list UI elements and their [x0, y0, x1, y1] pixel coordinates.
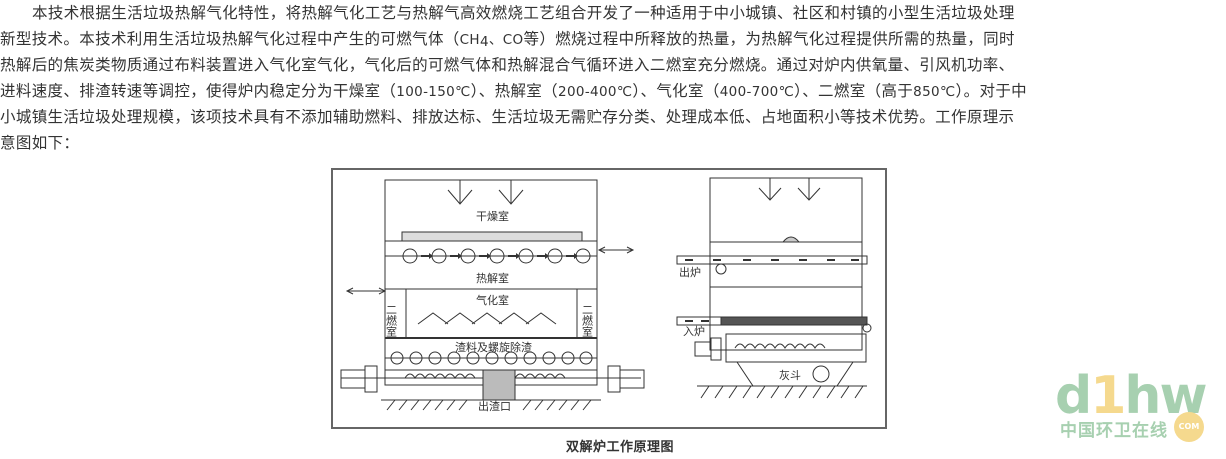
ash-screw-housing	[725, 333, 867, 363]
paragraph-line-3: 热解后的焦炭类物质通过布料装置进入气化室气化，气化后的可燃气体和热解混合气循环进…	[0, 56, 1015, 74]
label-gasification-chamber: 气化室	[476, 293, 509, 307]
furnace-diagram: 干燥室 热解室 气化室 渣料及螺旋除渣 出渣口 二燃室 二燃室 出炉 入炉 灰斗	[331, 168, 887, 429]
article-paragraph: 本技术根据生活垃圾热解气化特性，将热解气化工艺与热解气高效燃烧工艺组合开发了一种…	[0, 0, 1215, 156]
label-furnace-out: 出炉	[679, 265, 701, 279]
label-slag-outlet: 出渣口	[478, 399, 511, 413]
paragraph-line-1: 本技术根据生活垃圾热解气化特性，将热解气化工艺与热解气高效燃烧工艺组合开发了一种…	[32, 4, 1015, 22]
watermark-cn-text: 中国环卫在线	[1060, 421, 1168, 441]
outlet-pipe	[676, 255, 868, 265]
label-slag-screw: 渣料及螺旋除渣	[455, 340, 532, 354]
label-secondary-chamber-right: 二燃室	[581, 304, 594, 337]
slag-outlet-block	[482, 369, 516, 401]
site-watermark-logo: d1hw 中国环卫在线 COM	[1050, 366, 1220, 442]
flow-arrows	[421, 253, 859, 322]
gasifier-cones	[417, 312, 557, 325]
figure-caption: 双解炉工作原理图	[565, 440, 674, 455]
rollers-top	[402, 248, 591, 264]
paragraph-line-4: 进料速度、排渣转速等调控，使得炉内稳定分为干燥室（100-150℃）、热解室（2…	[0, 82, 1028, 100]
furnace-labels-svg: 干燥室 热解室 气化室 渣料及螺旋除渣 出渣口 二燃室 二燃室 出炉 入炉 灰斗	[385, 209, 802, 413]
watermark-letters: d1hw	[1055, 366, 1207, 426]
paragraph-line-6: 意图如下：	[0, 134, 80, 152]
label-pyrolysis-chamber: 热解室	[476, 271, 509, 285]
label-drying-chamber: 干燥室	[476, 209, 509, 223]
inlet-screw-feeder	[720, 316, 868, 326]
label-secondary-chamber-left: 二燃室	[385, 304, 398, 337]
furnace-schematic-svg	[340, 177, 872, 411]
paragraph-line-2: 新型技术。本技术利用生活垃圾热解气化过程中产生的可燃气体（CH4、CO等）燃烧过…	[0, 30, 1015, 50]
watermark-com-badge: COM	[1174, 412, 1204, 442]
paragraph-line-5: 小城镇生活垃圾处理规模，该项技术具有不添加辅助燃料、排放达标、生活垃圾无需贮存分…	[0, 108, 1015, 126]
label-furnace-in: 入炉	[683, 325, 705, 338]
rollers-bottom	[390, 351, 593, 365]
label-ash-hopper: 灰斗	[779, 368, 801, 382]
